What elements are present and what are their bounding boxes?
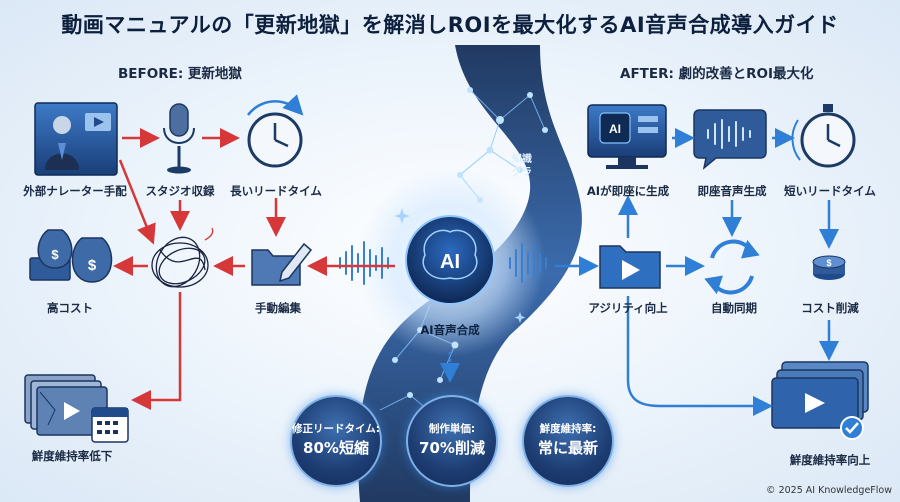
calendar-icon [91, 407, 129, 443]
sparkles [394, 208, 526, 323]
sound-wave-right [509, 243, 547, 283]
label-manual-edit: 手動編集 [255, 301, 301, 315]
metric-unit-cost-label: 制作単価: [428, 423, 476, 435]
label-agility: アジリティ向上 [588, 301, 668, 315]
stale-video-icon [24, 374, 108, 436]
label-lead-time: 長いリードタイム [230, 184, 322, 198]
label-freshness-up: 鮮度維持率向上 [789, 453, 871, 467]
label-short-lead: 短いリードタイム [784, 184, 876, 198]
metric-freshness-label: 鮮度維持率: [539, 423, 597, 435]
label-ai-synthesis: AI音声合成 [420, 323, 480, 337]
label-high-cost: 高コスト [47, 301, 93, 315]
ai-monitor-icon: AI [587, 104, 667, 169]
label-freshness-down: 鮮度維持率低下 [31, 449, 113, 463]
video-folder-icon [599, 245, 661, 289]
metric-unit-cost: 制作単価: 70%削減 [406, 395, 498, 487]
metric-freshness-value: 常に最新 [537, 439, 598, 457]
metric-freshness: 鮮度維持率: 常に最新 [522, 395, 614, 487]
money-bags-icon: $ $ [29, 229, 113, 283]
clock-icon-long [246, 94, 304, 168]
after-heading: AFTER: 劇的改善とROI最大化 [620, 66, 814, 82]
before-arrows [113, 128, 395, 410]
label-knowledge-graph-1: 知識 [512, 154, 532, 165]
before-heading: BEFORE: 更新地獄 [118, 66, 242, 82]
voice-bubble-icon [693, 109, 767, 170]
label-studio: スタジオ収録 [145, 184, 215, 198]
page-title: 動画マニュアルの「更新地獄」を解消しROIを最大化するAI音声合成導入ガイド [61, 13, 839, 37]
metric-lead-time: 修正リードタイム: 80%短縮 [290, 395, 382, 487]
label-instant-voice: 即座音声生成 [697, 184, 767, 198]
after-arrows [440, 128, 839, 416]
label-narrator: 外部ナレーター手配 [23, 184, 127, 198]
ai-brain-text: AI [440, 251, 460, 273]
coin-icon: $ [812, 255, 846, 280]
ai-chip-text: AI [609, 122, 621, 136]
metric-unit-cost-value: 70%削減 [419, 439, 485, 457]
dollar-sign-2: $ [88, 257, 97, 274]
metric-lead-time-value: 80%短縮 [303, 439, 369, 457]
manual-edit-icon [251, 242, 313, 286]
sync-icon [704, 239, 760, 295]
label-cost-cut: コスト削減 [801, 301, 859, 315]
copyright: © 2025 AI KnowledgeFlow [766, 485, 892, 496]
label-ai-generate: AIが即座に生成 [586, 184, 670, 198]
ai-brain-icon: AI [405, 215, 495, 305]
narrator-icon [34, 102, 118, 176]
dollar-sign-1: $ [51, 247, 59, 262]
stopwatch-icon [791, 104, 856, 168]
coin-dollar-sign: $ [826, 258, 831, 268]
metric-lead-time-label: 修正リードタイム: [292, 423, 380, 435]
label-auto-sync: 自動同期 [711, 301, 757, 315]
fresh-video-icon [771, 361, 869, 440]
microphone-icon [163, 103, 195, 174]
tangle-icon [151, 227, 214, 288]
label-knowledge-graph-2: グラ [512, 167, 532, 178]
